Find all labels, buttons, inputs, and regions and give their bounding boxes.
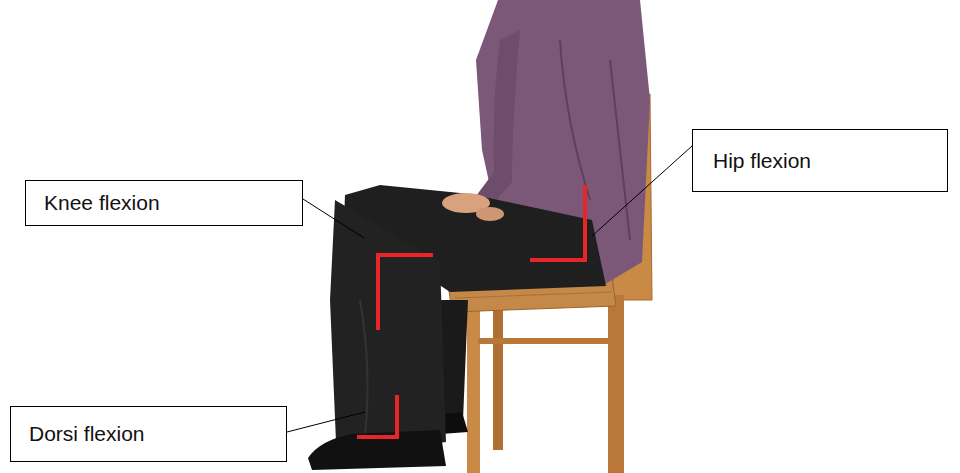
label-box: Hip flexion xyxy=(692,129,948,192)
hip-angle-marker xyxy=(530,185,585,260)
hand xyxy=(476,207,504,221)
leader-line xyxy=(287,412,365,432)
label-box: Knee flexion xyxy=(25,180,303,226)
chair-front-leg xyxy=(493,300,503,450)
knee-angle-marker xyxy=(378,255,433,330)
shirt-folds xyxy=(560,40,630,240)
leader-line xyxy=(303,199,364,238)
label-box: Dorsi flexion xyxy=(10,406,287,462)
chair-rear-leg xyxy=(608,295,624,473)
seat-weave xyxy=(455,292,612,298)
leader-line xyxy=(592,146,692,236)
trousers-crease xyxy=(360,300,368,435)
label-text: Knee flexion xyxy=(44,190,284,215)
chair-front-leg xyxy=(467,300,480,473)
chair-rail xyxy=(478,338,612,344)
ankle-angle-marker xyxy=(357,395,397,437)
label-text: Hip flexion xyxy=(713,148,927,173)
shirt-sleeve xyxy=(470,30,520,212)
label-text: Dorsi flexion xyxy=(29,421,268,446)
trousers-lower-leg xyxy=(330,200,446,446)
